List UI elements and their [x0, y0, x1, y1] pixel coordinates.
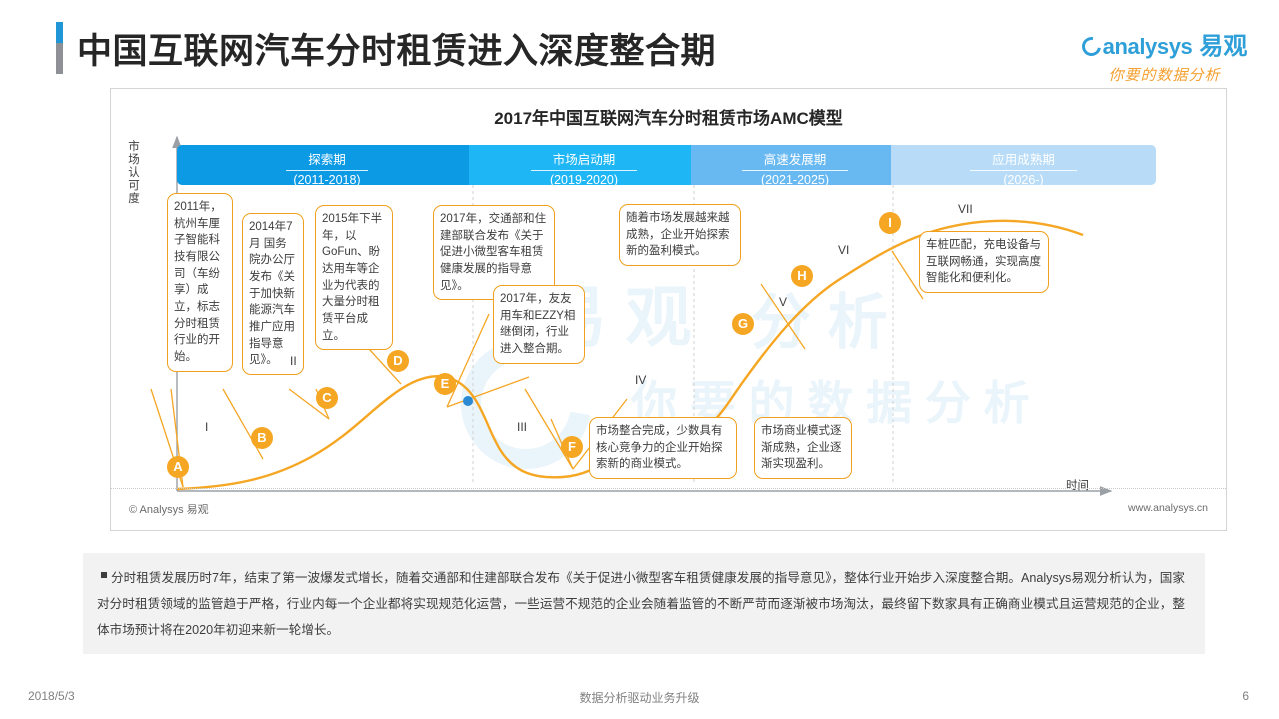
- stage-bubble-h[interactable]: H: [791, 265, 813, 287]
- stage-bubble-c[interactable]: C: [316, 387, 338, 409]
- chart-card: 2017年中国互联网汽车分时租赁市场AMC模型 易 观 分 析 你 要 的 数 …: [110, 88, 1227, 531]
- stage-bubble-a[interactable]: A: [167, 456, 189, 478]
- stage-bubble-g[interactable]: G: [732, 313, 754, 335]
- roman-marker-2: II: [290, 354, 297, 368]
- phase-years-3: (2026-): [1003, 173, 1044, 187]
- phase-years-2: (2021-2025): [760, 173, 830, 187]
- phase-bar-2: 高速发展期 (2021-2025): [691, 145, 899, 187]
- chart-card-footer: © Analysys 易观 www.analysys.cn: [111, 488, 1226, 530]
- logo-swirl-icon: [1077, 33, 1105, 60]
- annotation-note-b: 2014年7月 国务院办公厅发布《关于加快新能源汽车推广应用指导意见》。: [242, 213, 304, 376]
- slide-footer: 2018/5/3 数据分析驱动业务升级 6: [0, 675, 1279, 719]
- footer-date: 2018/5/3: [28, 689, 75, 703]
- copyright-text: © Analysys 易观: [129, 504, 209, 516]
- chart-title: 2017年中国互联网汽车分时租赁市场AMC模型: [494, 109, 843, 128]
- phase-bar-1: 市场启动期 (2019-2020): [469, 145, 699, 187]
- annotation-note-g: 市场商业模式逐渐成熟，企业逐渐实现盈利。: [754, 417, 852, 480]
- logo-main-row: analysys 易观: [1072, 26, 1257, 61]
- roman-marker-6: VI: [838, 243, 850, 257]
- phase-years-1: (2019-2020): [549, 173, 619, 187]
- stage-bubble-e[interactable]: E: [434, 373, 456, 395]
- website-text: www.analysys.cn: [1128, 502, 1208, 514]
- summary-text: 分时租赁发展历时7年，结束了第一波爆发式增长，随着交通部和住建部联合发布《关于促…: [97, 571, 1185, 637]
- annotation-note-h: 随着市场发展越来越成熟，企业开始探索新的盈利模式。: [619, 204, 741, 267]
- title-accent-bar: [56, 22, 63, 74]
- annotation-note-c: 2015年下半年，以GoFun、盼达用车等企业为代表的大量分时租赁平台成立。: [315, 205, 393, 351]
- annotation-note-d: 2017年，交通部和住建部联合发布《关于促进小微型客车租赁健康发展的指导意见》。: [433, 205, 555, 301]
- summary-bullet-icon: [101, 572, 107, 578]
- roman-marker-1: I: [205, 420, 209, 434]
- logo-chinese-name: 易观: [1199, 33, 1248, 60]
- y-axis-label: 市场认可度: [128, 141, 140, 205]
- summary-panel: 分时租赁发展历时7年，结束了第一波爆发式增长，随着交通部和住建部联合发布《关于促…: [83, 553, 1205, 654]
- page-header: 中国互联网汽车分时租赁进入深度整合期: [56, 22, 716, 74]
- page-title: 中国互联网汽车分时租赁进入深度整合期: [77, 31, 717, 71]
- analysys-logo: analysys 易观 你要的数据分析: [1072, 26, 1257, 85]
- stage-bubble-f[interactable]: F: [561, 436, 583, 458]
- logo-tagline: 你要的数据分析: [1108, 67, 1221, 84]
- stage-bubble-i[interactable]: I: [879, 212, 901, 234]
- logo-wordmark: analysys: [1102, 34, 1193, 59]
- footer-page-number: 6: [1242, 689, 1249, 703]
- annotation-note-f: 市场整合完成，少数具有核心竞争力的企业开始探索新的商业模式。: [589, 417, 737, 480]
- stage-bubble-b[interactable]: B: [251, 427, 273, 449]
- annotation-note-a: 2011年，杭州车厘子智能科技有限公司（车纷享）成立，标志分时租赁行业的开始。: [167, 193, 233, 372]
- roman-marker-5: V: [779, 295, 788, 309]
- phase-bar-0: 探索期 (2011-2018): [177, 145, 477, 187]
- roman-marker-7: VII: [958, 202, 973, 216]
- phase-name-1: 市场启动期: [530, 149, 638, 171]
- annotation-note-e: 2017年，友友用车和EZZY相继倒闭，行业进入整合期。: [493, 285, 585, 364]
- footer-center-text: 数据分析驱动业务升级: [579, 691, 700, 705]
- phase-name-2: 高速发展期: [741, 149, 849, 171]
- amc-plot-area: 市场认可度 时间 探索期 (2011-2018) 市场启动期 (2019-202…: [111, 89, 1228, 532]
- roman-marker-3: III: [517, 420, 528, 434]
- phase-bar-3: 应用成熟期 (2026-): [891, 145, 1156, 187]
- phase-name-3: 应用成熟期: [970, 149, 1077, 171]
- stage-bubble-d[interactable]: D: [387, 350, 409, 372]
- x-axis-label: 时间: [1066, 480, 1089, 492]
- current-position-dot: [463, 396, 473, 406]
- annotation-note-i: 车桩匹配，充电设备与互联网畅通，实现高度智能化和便利化。: [919, 231, 1049, 294]
- phase-name-0: 探索期: [286, 149, 368, 171]
- phase-years-0: (2011-2018): [293, 173, 361, 187]
- roman-marker-4: IV: [635, 373, 647, 387]
